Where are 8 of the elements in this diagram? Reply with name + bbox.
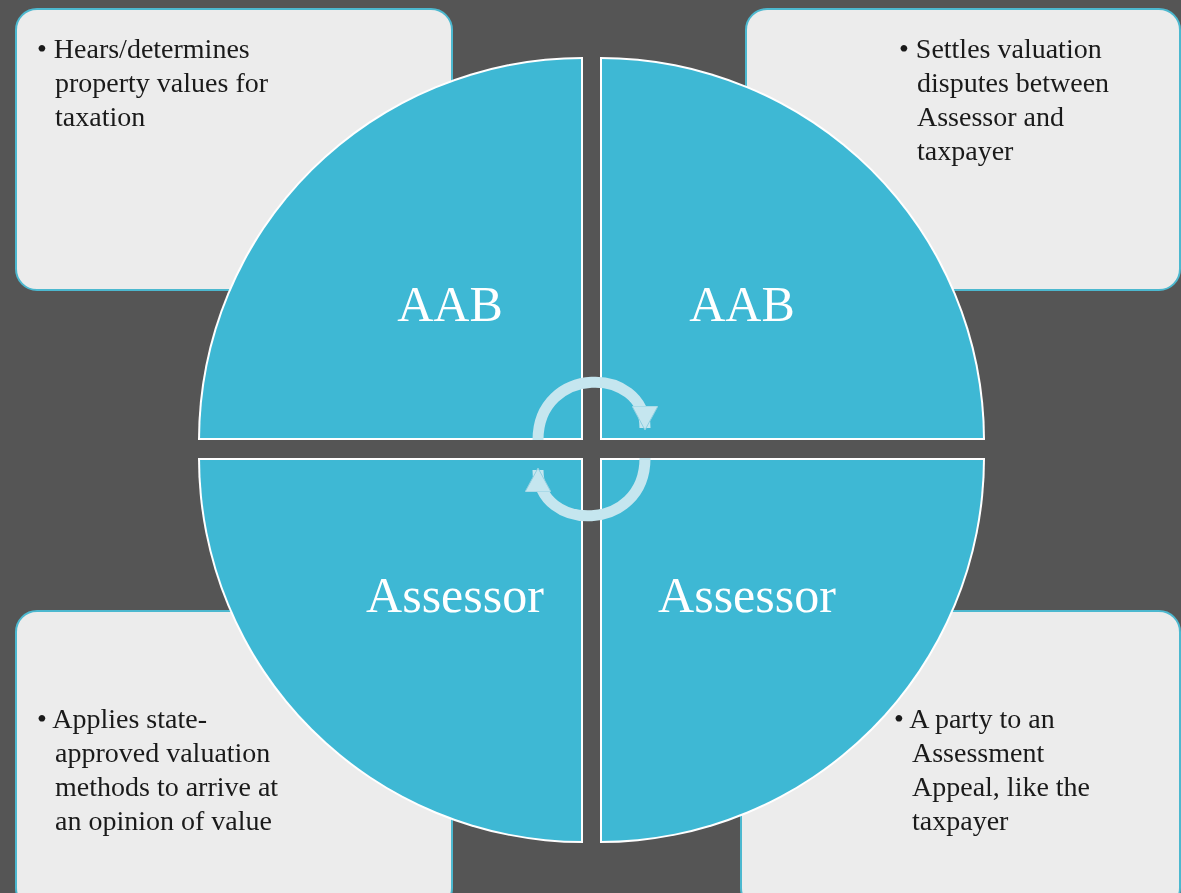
bullet-text: • A party to an Assessment Appeal, like the taxpayer	[894, 702, 1092, 838]
quadrant-title: AAB	[688, 275, 796, 334]
bullet-text: • Settles valuation disputes between Assessor and taxpayer	[899, 32, 1111, 168]
quadrant-title: Assessor	[365, 566, 545, 625]
quadrant-title: Assessor	[657, 566, 837, 625]
bullet-text: • Hears/determines property values for taxation	[37, 32, 270, 134]
quadrant-title: AAB	[396, 275, 504, 334]
bullet-text: • Applies state-approved valuation methods to arrive at an opinion of value	[37, 702, 280, 838]
